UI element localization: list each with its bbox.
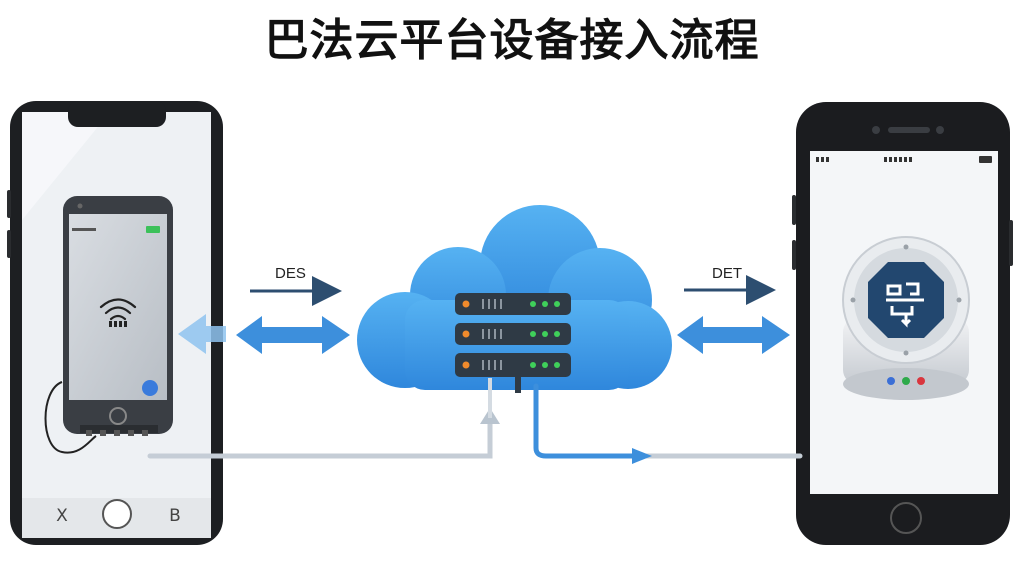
right-phone (792, 102, 1013, 545)
download-connector (533, 383, 803, 459)
left-phone-b-glyph: B (169, 506, 181, 526)
wifi-icon (99, 298, 137, 321)
smart-device (842, 236, 970, 400)
device-led-green (902, 377, 910, 385)
inner-blue-dot (142, 380, 158, 396)
server-unit (455, 353, 571, 377)
inner-home-button (109, 407, 127, 425)
left-faded-arrow (178, 314, 226, 354)
download-arrowhead (632, 448, 652, 464)
maze-logo-icon (886, 282, 924, 328)
left-bidirectional-arrow (236, 316, 350, 354)
device-led-red (917, 377, 925, 385)
right-bidirectional-arrow (677, 316, 790, 354)
right-phone-home-button[interactable] (890, 502, 922, 534)
server-unit (455, 293, 571, 315)
det-label: DET (712, 265, 742, 282)
upload-connector (147, 417, 493, 459)
server-unit (455, 323, 571, 345)
front-camera (872, 126, 880, 134)
left-phone-notch (68, 101, 166, 127)
device-led-blue (887, 377, 895, 385)
cable (44, 381, 97, 454)
diagram-title: 巴法云平台设备接入流程 (264, 15, 760, 66)
det-arrow: DET (684, 265, 776, 305)
des-label: DES (275, 265, 306, 282)
battery-icon (146, 226, 160, 233)
left-phone: X B (7, 101, 223, 545)
inner-phone (63, 196, 173, 436)
des-arrow: DES (250, 265, 342, 306)
left-phone-home-button[interactable] (102, 499, 132, 529)
left-phone-x-glyph: X (56, 506, 68, 526)
server-stack (455, 293, 571, 393)
speaker (888, 127, 930, 133)
